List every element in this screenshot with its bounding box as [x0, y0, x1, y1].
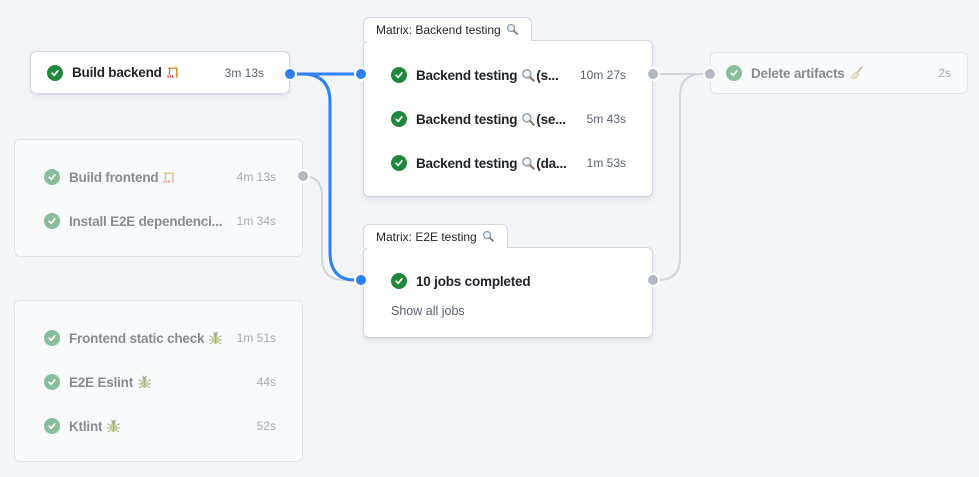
job-duration: 10m 27s — [579, 68, 626, 82]
job-card-build-backend: Build backend 3m 13s — [30, 51, 290, 94]
job-name-suffix: (se... — [536, 111, 566, 127]
matrix-summary-text: 10 jobs completed — [416, 273, 531, 289]
out-port-dot-matrix-backend — [646, 67, 660, 81]
job-row[interactable]: Backend testing (se... 5m 43s — [391, 97, 626, 141]
job-row[interactable]: Backend testing (da... 1m 53s — [391, 141, 626, 185]
success-check-icon — [391, 67, 407, 83]
job-name: E2E Eslint — [69, 374, 134, 390]
job-row[interactable]: Build backend 3m 13s — [47, 52, 264, 93]
matrix-tab-label: Matrix: Backend testing — [376, 22, 501, 37]
out-port-dot-build-group — [296, 169, 310, 183]
job-row[interactable]: Ktlint 52s — [44, 404, 276, 448]
job-duration: 5m 43s — [586, 112, 626, 126]
job-duration: 44s — [256, 375, 276, 389]
job-duration: 1m 51s — [236, 331, 276, 345]
job-name: Install E2E dependenci... — [69, 213, 223, 229]
success-check-icon — [44, 330, 60, 346]
magnifier-icon — [482, 230, 495, 243]
job-name: Backend testing — [416, 155, 518, 171]
job-row[interactable]: Install E2E dependenci... 1m 34s — [44, 199, 276, 243]
success-check-icon — [391, 273, 407, 289]
broom-icon — [849, 66, 864, 81]
job-row[interactable]: Build frontend 4m 13s — [44, 155, 276, 199]
magnifier-icon — [506, 23, 519, 36]
job-duration: 3m 13s — [224, 65, 264, 80]
beetle-icon — [106, 418, 121, 434]
success-check-icon — [391, 155, 407, 171]
out-port-dot-build-backend — [283, 67, 297, 81]
job-duration: 2s — [938, 66, 951, 80]
magnifier-icon — [521, 156, 536, 171]
success-check-icon — [44, 418, 60, 434]
beetle-icon — [208, 330, 223, 346]
out-port-dot-matrix-e2e — [646, 273, 660, 287]
success-check-icon — [726, 65, 742, 81]
job-duration: 1m 53s — [586, 156, 626, 170]
job-row[interactable]: E2E Eslint 44s — [44, 360, 276, 404]
success-check-icon — [391, 111, 407, 127]
connector-frontend-to-e2e — [302, 175, 357, 281]
crane-icon — [166, 65, 181, 80]
success-check-icon — [44, 213, 60, 229]
job-card-build-group: Build frontend 4m 13s Install E2E depend… — [14, 139, 303, 257]
job-row[interactable]: Backend testing (s... 10m 27s — [391, 53, 626, 97]
matrix-card-e2e-testing: 10 jobs completed Show all jobs — [363, 247, 653, 338]
job-card-delete-artifacts: Delete artifacts 2s — [710, 52, 968, 94]
matrix-card-backend-testing: Backend testing (s... 10m 27s Backend te… — [363, 40, 653, 197]
connector-buildbackend-to-e2e-highlighted — [290, 72, 357, 282]
matrix-tab-backend-testing: Matrix: Backend testing — [363, 17, 532, 41]
job-name: Build backend — [72, 65, 162, 80]
in-port-dot-delete-artifacts — [703, 67, 717, 81]
job-duration: 1m 34s — [236, 214, 276, 228]
success-check-icon — [44, 374, 60, 390]
beetle-icon — [137, 374, 152, 390]
job-name: Frontend static check — [69, 330, 205, 346]
success-check-icon — [44, 169, 60, 185]
matrix-summary-row[interactable]: 10 jobs completed — [391, 260, 626, 302]
job-row[interactable]: Delete artifacts 2s — [726, 53, 951, 93]
matrix-tab-label: Matrix: E2E testing — [376, 229, 477, 244]
job-row[interactable]: Frontend static check 1m 51s — [44, 316, 276, 360]
matrix-tab-e2e-testing: Matrix: E2E testing — [363, 224, 508, 248]
job-card-lint-group: Frontend static check 1m 51s E2E Eslint … — [14, 300, 303, 462]
connector-e2e-to-delete — [653, 73, 706, 281]
success-check-icon — [47, 64, 63, 81]
show-all-jobs-link[interactable]: Show all jobs — [391, 304, 465, 318]
in-port-dot-matrix-backend — [354, 67, 368, 81]
job-name: Backend testing — [416, 67, 518, 83]
job-duration: 52s — [256, 419, 276, 433]
in-port-dot-matrix-e2e — [354, 273, 368, 287]
job-name: Delete artifacts — [751, 65, 845, 81]
job-name: Build frontend — [69, 169, 159, 185]
magnifier-icon — [521, 112, 536, 127]
job-name-suffix: (da... — [536, 155, 567, 171]
crane-icon — [162, 170, 177, 185]
magnifier-icon — [521, 68, 536, 83]
job-name-suffix: (s... — [536, 67, 559, 83]
job-duration: 4m 13s — [236, 170, 276, 184]
job-name: Ktlint — [69, 418, 103, 434]
job-name: Backend testing — [416, 111, 518, 127]
